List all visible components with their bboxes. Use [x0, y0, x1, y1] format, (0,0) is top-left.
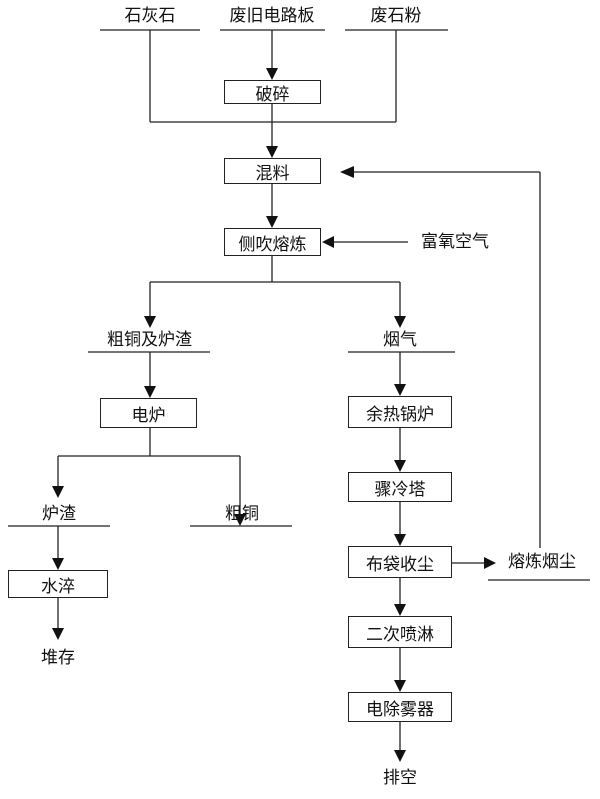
flue-gas-label: 烟气: [383, 330, 417, 350]
waste-heat-boiler-box: 余热锅炉: [348, 396, 452, 428]
arrow-to-baghouse: [394, 534, 406, 546]
oxygen-enriched-air-label: 富氧空气: [421, 232, 489, 252]
water-quenching-box: 水淬: [8, 570, 108, 598]
slag-label: 炉渣: [42, 504, 76, 524]
arrow-to-quench: [52, 558, 64, 570]
arrow-to-crude-slag: [144, 316, 156, 328]
arrow-to-crush: [266, 68, 278, 80]
crushing-box: 破碎: [224, 80, 321, 105]
arrow-to-mix: [266, 146, 278, 158]
arrow-to-stockpile: [52, 628, 64, 640]
arrow-to-dust: [484, 557, 496, 569]
arrow-to-crude-copper: [234, 514, 246, 526]
side-blowing-smelting-box: 侧吹熔炼: [224, 228, 321, 256]
quench-tower-box: 骤冷塔: [348, 472, 452, 502]
arrow-to-discharge: [394, 750, 406, 762]
limestone-label: 石灰石: [124, 6, 176, 26]
arrow-to-fluegas: [394, 316, 406, 328]
bag-dust-collector-box: 布袋收尘: [348, 546, 452, 578]
mixing-box: 混料: [224, 158, 321, 184]
secondary-spray-box: 二次喷淋: [348, 616, 452, 648]
arrow-to-slag: [52, 486, 64, 498]
crude-copper-and-slag-label: 粗铜及炉渣: [107, 330, 192, 350]
waste-pcb-label: 废旧电路板: [229, 6, 315, 26]
arrow-recycle-to-mix: [340, 166, 354, 178]
arrow-oxygen: [322, 236, 334, 248]
smelting-dust-label: 熔炼烟尘: [508, 552, 576, 572]
arrow-to-boiler: [394, 384, 406, 396]
arrow-to-smelt: [266, 216, 278, 228]
arrow-to-quench-tower: [394, 460, 406, 472]
arrow-to-demister: [394, 680, 406, 692]
waste-stone-powder-label: 废石粉: [370, 6, 422, 26]
electrostatic-demister-box: 电除雾器: [348, 692, 452, 722]
arrow-to-spray: [394, 604, 406, 616]
discharge-label: 排空: [383, 768, 417, 788]
crude-copper-label: 粗铜: [225, 504, 259, 524]
stockpile-label: 堆存: [41, 648, 75, 668]
electric-furnace-box: 电炉: [100, 398, 197, 428]
arrow-to-efurnace: [144, 386, 156, 398]
